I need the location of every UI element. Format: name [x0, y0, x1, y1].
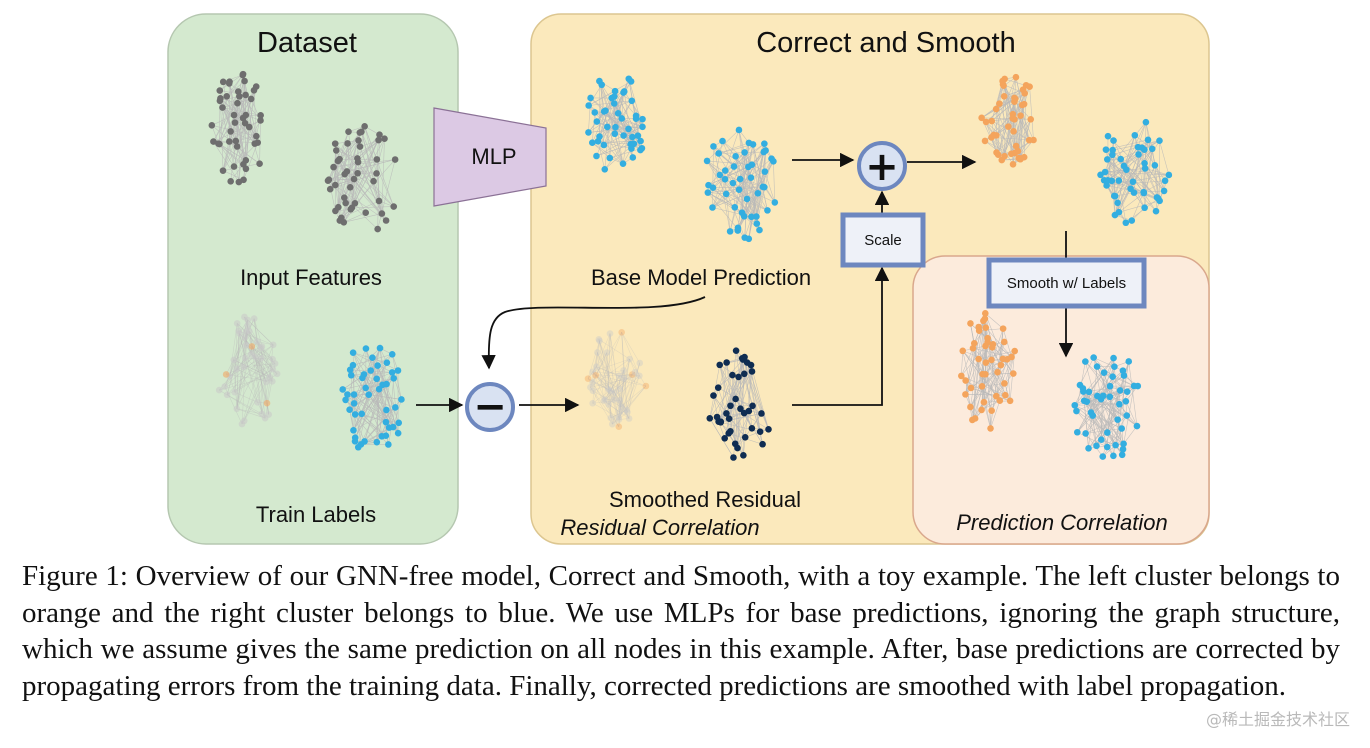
- input-features-label: Input Features: [240, 265, 382, 290]
- correct-and-smooth-diagram: Scale Smooth w/ Labels + − Dataset Corre…: [167, 13, 1210, 545]
- input-features-graph-left: [208, 70, 264, 186]
- arrow-residual-to-scale: [792, 266, 890, 406]
- smooth-labels-label: Smooth w/ Labels: [1007, 275, 1126, 292]
- minus-operator: [465, 382, 515, 432]
- base-prediction-graph-right: [703, 126, 779, 243]
- smoothed-residual-label: Smoothed Residual: [609, 487, 801, 512]
- dataset-title: Dataset: [257, 27, 357, 59]
- input-features-graph-right: [324, 123, 399, 233]
- minus-symbol: −: [473, 384, 507, 430]
- correct-and-smooth-title: Correct and Smooth: [756, 27, 1016, 59]
- train-labels-graph-left: [215, 313, 281, 428]
- corrected-graph-right: [1097, 118, 1173, 227]
- smooth-labels-box: [986, 257, 1147, 309]
- figure-caption: Figure 1: Overview of our GNN-free model…: [22, 560, 1340, 702]
- train-labels-label: Train Labels: [256, 502, 376, 527]
- mlp-label: MLP: [471, 144, 516, 169]
- plus-operator: [857, 141, 907, 191]
- final-graph-left: [958, 310, 1018, 432]
- base-model-prediction-label: Base Model Prediction: [591, 265, 811, 290]
- scale-box: [840, 212, 926, 268]
- arrow-base-to-minus: [481, 296, 706, 370]
- scale-label: Scale: [864, 232, 902, 249]
- prediction-correlation-label: Prediction Correlation: [956, 510, 1168, 535]
- base-prediction-graph-left: [585, 75, 646, 173]
- mlp-block: [433, 107, 547, 207]
- final-graph-right: [1071, 354, 1142, 460]
- residual-correlation-label: Residual Correlation: [560, 515, 759, 540]
- corrected-graph-left: [978, 73, 1037, 168]
- train-labels-graph-right: [339, 344, 405, 451]
- residual-graph-left: [584, 328, 650, 430]
- residual-graph-right: [706, 347, 772, 461]
- plus-symbol: +: [865, 144, 899, 190]
- watermark: @稀土掘金技术社区: [1205, 710, 1350, 729]
